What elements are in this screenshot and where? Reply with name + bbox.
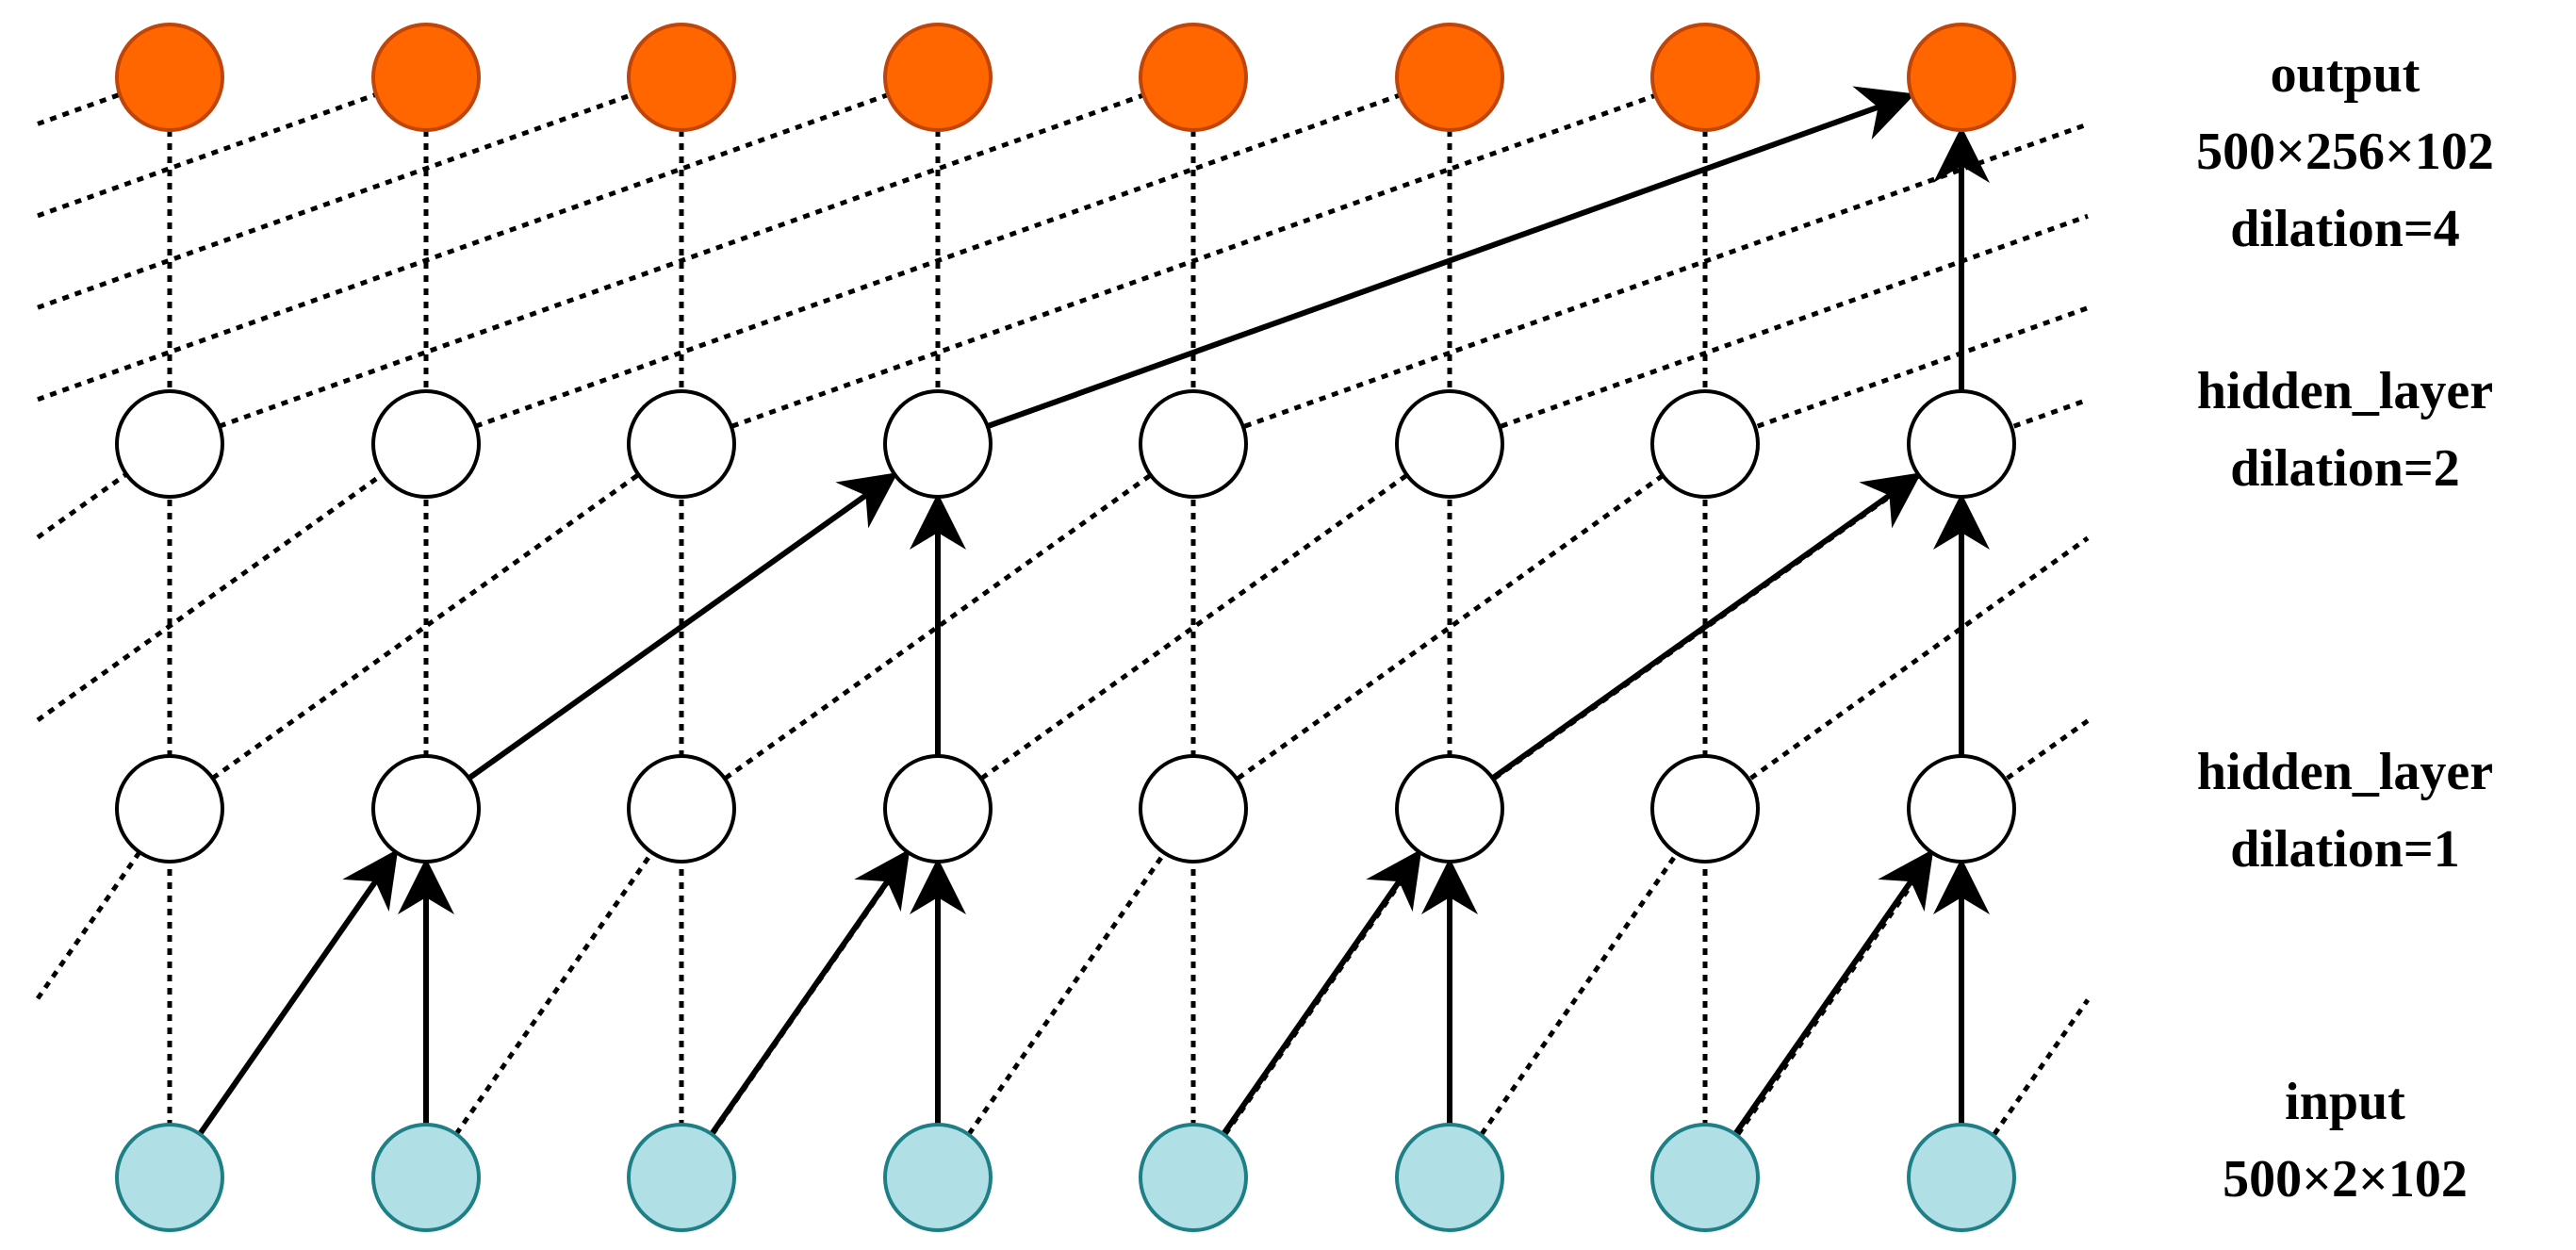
diagonal-dotted-line: [37, 74, 425, 219]
input-node: [627, 1123, 736, 1232]
hidden-layer-2-dilation: dilation=2: [2230, 439, 2460, 498]
hidden-layer-1-node: [371, 754, 481, 863]
solid-arrow: [986, 86, 1916, 429]
output-node: [627, 23, 736, 132]
output-layer-label: output 500×256×102 dilation=4: [2114, 36, 2576, 268]
solid-arrow: [467, 472, 898, 781]
diagonal-dotted-line: [169, 74, 1194, 447]
solid-arrow: [1490, 472, 1922, 781]
receptive-field-arrows: [197, 86, 1990, 1136]
diagonal-dotted-line: [1706, 535, 2090, 812]
input-node: [115, 1123, 224, 1232]
hidden-layer-2-node: [1395, 389, 1504, 499]
input-node: [883, 1123, 993, 1232]
hidden-layer-1-node: [115, 754, 224, 863]
solid-arrow: [1732, 848, 1934, 1136]
output-node: [1650, 23, 1760, 132]
diagonal-dotted-line: [37, 74, 681, 310]
diagonal-dotted-line: [1963, 397, 2089, 447]
hidden-layer-1-node: [1907, 754, 2016, 863]
diagonal-dotted-line: [936, 807, 1198, 1179]
output-name: output: [2270, 45, 2420, 104]
output-node: [115, 23, 224, 132]
hidden-layer-2-node: [115, 389, 224, 499]
hidden-layer-2-node: [371, 389, 481, 499]
input-node: [1139, 1123, 1248, 1232]
input-node: [371, 1123, 481, 1232]
input-name: input: [2285, 1073, 2405, 1131]
hidden-layer-1-dilation: dilation=1: [2230, 820, 2460, 879]
hidden-layer-1-node: [627, 754, 736, 863]
output-node: [1907, 23, 2016, 132]
output-node: [371, 23, 481, 132]
diagonal-dotted-line: [37, 74, 169, 126]
hidden-layer-2-node: [627, 389, 736, 499]
hidden-layer-1-node: [1650, 754, 1760, 863]
hidden-layer-2-node: [1650, 389, 1760, 499]
diagonal-dotted-line: [1449, 807, 1711, 1179]
hidden-layer-2-node: [883, 389, 993, 499]
hidden-layer-2-label: hidden_layer dilation=2: [2114, 353, 2576, 507]
input-node: [1395, 1123, 1504, 1232]
output-dilation: dilation=4: [2230, 200, 2460, 258]
output-node: [1139, 23, 1248, 132]
solid-arrow: [197, 848, 399, 1136]
hidden-layer-1-label: hidden_layer dilation=1: [2114, 733, 2576, 888]
solid-arrow: [709, 848, 911, 1136]
input-node: [1907, 1123, 2016, 1232]
hidden-layer-2-node: [1907, 389, 2016, 499]
output-node: [1395, 23, 1504, 132]
hidden-layer-1-node: [1395, 754, 1504, 863]
dotted-connections: [35, 74, 2091, 1179]
hidden-layer-1-node: [1139, 754, 1248, 863]
hidden-layer-2-node: [1139, 389, 1248, 499]
diagonal-dotted-line: [1707, 305, 2089, 447]
diagonal-dotted-line: [37, 74, 938, 403]
output-node: [883, 23, 993, 132]
hidden-layer-1-node: [883, 754, 993, 863]
solid-arrow: [1221, 848, 1422, 1136]
diagonal-dotted-line: [1961, 998, 2091, 1179]
network-nodes: [115, 23, 2016, 1232]
output-shape: 500×256×102: [2196, 123, 2494, 181]
input-node: [1650, 1123, 1760, 1232]
input-layer-label: input 500×2×102: [2114, 1063, 2576, 1218]
diagonal-dotted-line: [681, 74, 1707, 447]
diagonal-dotted-line: [423, 807, 685, 1179]
hidden-layer-2-name: hidden_layer: [2196, 362, 2494, 420]
diagonal-dotted-line: [425, 74, 1451, 447]
hidden-layer-1-name: hidden_layer: [2196, 743, 2494, 801]
diagonal-dotted-line: [36, 441, 427, 722]
input-shape: 500×2×102: [2223, 1150, 2468, 1209]
